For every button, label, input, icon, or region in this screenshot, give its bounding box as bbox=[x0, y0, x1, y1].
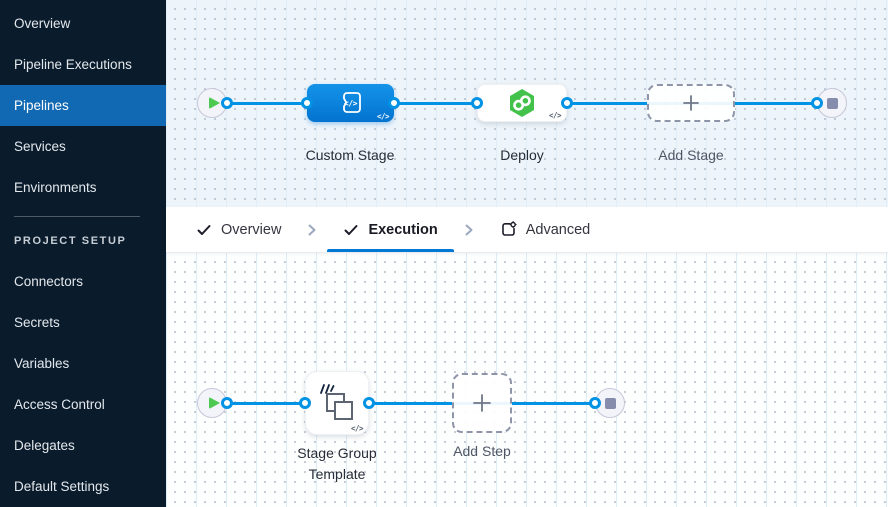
play-icon bbox=[208, 97, 220, 109]
tab-label: Overview bbox=[221, 221, 282, 238]
sidebar-item-label: Default Settings bbox=[14, 479, 110, 494]
add-stage-label: Add Stage bbox=[658, 147, 724, 163]
sidebar-item-label: Access Control bbox=[14, 397, 105, 412]
tab-label: Execution bbox=[368, 221, 438, 238]
stage-group-template-icon bbox=[320, 384, 353, 420]
sidebar-divider bbox=[14, 216, 140, 217]
project-sidebar: Overview Pipeline Executions Pipelines S… bbox=[0, 0, 166, 507]
check-icon bbox=[197, 224, 211, 235]
deploy-cd-icon bbox=[510, 89, 534, 117]
stage-config-tab-bar: Overview Execution bbox=[166, 207, 888, 253]
sidebar-item-access-control[interactable]: Access Control bbox=[0, 384, 166, 425]
sidebar-item-label: Delegates bbox=[14, 438, 75, 453]
code-glyph: </> bbox=[344, 99, 357, 108]
tab-overview[interactable]: Overview bbox=[174, 207, 303, 252]
sidebar-item-label: Secrets bbox=[14, 315, 60, 330]
stage-node-label: Custom Stage bbox=[305, 147, 395, 163]
add-step-label: Add Step bbox=[453, 443, 511, 459]
edge-port bbox=[388, 97, 400, 109]
sidebar-item-services[interactable]: Services bbox=[0, 126, 166, 167]
sidebar-section-project-setup: PROJECT SETUP bbox=[14, 235, 127, 247]
sidebar-item-pipelines[interactable]: Pipelines bbox=[0, 85, 166, 126]
sidebar-item-delegates[interactable]: Delegates bbox=[0, 425, 166, 466]
sidebar-item-environments[interactable]: Environments bbox=[0, 167, 166, 208]
custom-stage-icon: </> bbox=[336, 89, 366, 117]
stop-icon bbox=[826, 97, 838, 109]
edge-port bbox=[811, 97, 823, 109]
yaml-code-badge: </> bbox=[350, 423, 364, 433]
edge-port bbox=[471, 97, 483, 109]
execution-canvas[interactable]: </> Stage Group Template Add Step bbox=[166, 253, 888, 507]
edge-port bbox=[589, 397, 601, 409]
stage-node-custom-stage[interactable]: </> </> bbox=[307, 84, 394, 122]
edge-port bbox=[221, 97, 233, 109]
tab-separator bbox=[305, 222, 319, 238]
sidebar-item-label: Connectors bbox=[14, 274, 84, 289]
stage-node-deploy[interactable]: </> bbox=[477, 84, 567, 122]
tab-label: Advanced bbox=[525, 221, 591, 238]
sidebar-item-pipeline-executions[interactable]: Pipeline Executions bbox=[0, 44, 166, 85]
step-node-stage-group-template[interactable]: </> bbox=[305, 371, 369, 435]
yaml-code-badge: </> bbox=[548, 110, 562, 120]
add-step-button[interactable] bbox=[452, 373, 512, 433]
stop-icon bbox=[604, 397, 616, 409]
tab-advanced[interactable]: Advanced bbox=[478, 207, 613, 252]
stage-node-label: Deploy bbox=[500, 147, 544, 163]
sidebar-item-default-settings[interactable]: Default Settings bbox=[0, 466, 166, 507]
sidebar-item-label: Services bbox=[14, 139, 66, 154]
sidebar-item-variables[interactable]: Variables bbox=[0, 343, 166, 384]
sidebar-item-label: Variables bbox=[14, 356, 70, 371]
sidebar-item-overview[interactable]: Overview bbox=[0, 3, 166, 44]
plus-icon bbox=[473, 394, 491, 412]
sidebar-item-secrets[interactable]: Secrets bbox=[0, 302, 166, 343]
edge-port bbox=[363, 397, 375, 409]
main-area: </> </> Custom Stage </> Depl bbox=[166, 0, 888, 507]
chevron-right-icon bbox=[465, 224, 473, 235]
tab-separator bbox=[462, 222, 476, 238]
edge-port bbox=[299, 397, 311, 409]
edge-port bbox=[301, 97, 313, 109]
pipeline-start-node bbox=[197, 88, 227, 118]
add-stage-button[interactable] bbox=[647, 84, 735, 122]
chevron-right-icon bbox=[308, 224, 316, 235]
sidebar-item-connectors[interactable]: Connectors bbox=[0, 261, 166, 302]
check-icon bbox=[344, 224, 358, 235]
sidebar-item-label: Pipelines bbox=[14, 98, 69, 113]
edge-port bbox=[561, 97, 573, 109]
edge-port bbox=[221, 397, 233, 409]
sidebar-item-label: Pipeline Executions bbox=[14, 57, 132, 72]
tab-execution[interactable]: Execution bbox=[321, 207, 459, 252]
sidebar-item-label: Overview bbox=[14, 16, 71, 31]
sidebar-item-label: Environments bbox=[14, 180, 97, 195]
pipeline-edge bbox=[212, 401, 610, 405]
yaml-code-badge: </> bbox=[376, 111, 390, 121]
play-icon bbox=[208, 397, 220, 409]
step-node-label: Stage Group Template bbox=[297, 445, 377, 482]
stage-pipeline-canvas[interactable]: </> </> Custom Stage </> Depl bbox=[166, 0, 888, 207]
advanced-settings-icon bbox=[501, 221, 517, 236]
plus-icon bbox=[683, 95, 699, 111]
